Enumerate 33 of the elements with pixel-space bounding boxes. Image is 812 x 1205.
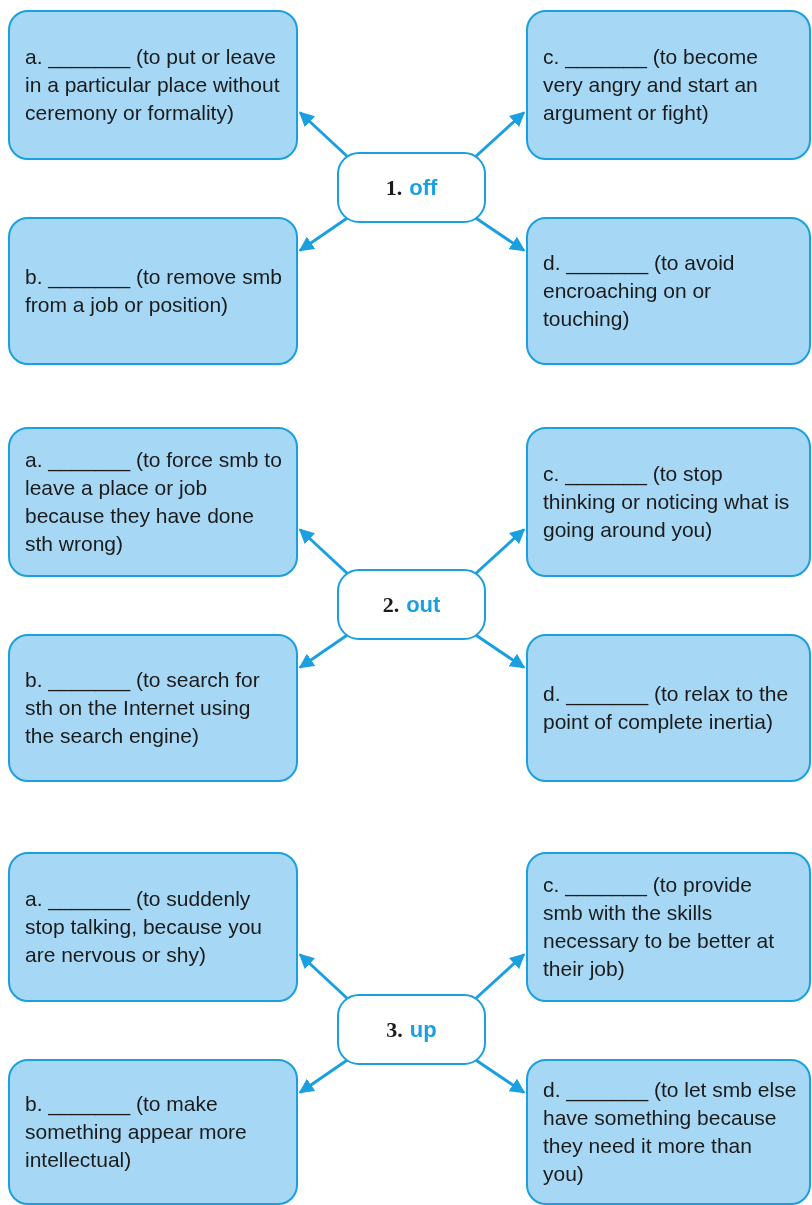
definition-box	[526, 10, 811, 160]
item-number: 1.	[385, 174, 403, 201]
definition-text: d. _______ (to relax to the point of complete inertia)	[543, 681, 790, 735]
definition-box	[526, 217, 811, 365]
particle-word: out	[406, 591, 441, 618]
definition-box	[8, 217, 298, 365]
definition-box	[8, 852, 298, 1002]
definition-text: a. _______ (to put or leave in a particular place without ceremony or formality)	[25, 44, 281, 126]
definition-text: c. _______ (to stop thinking or noticing what is going around you)	[543, 461, 791, 543]
definition-text: a. _______ (to suddenly stop talking, because you are nervous or shy)	[25, 886, 263, 968]
center-box	[337, 569, 486, 640]
definition-text: d. _______ (to avoid encroaching on or touching)	[543, 250, 736, 332]
center-box	[337, 994, 486, 1065]
definition-text: b. _______ (to remove smb from a job or position)	[25, 264, 283, 318]
definition-box	[8, 1059, 298, 1205]
definition-box	[8, 634, 298, 782]
definition-text: a. _______ (to force smb to leave a place or job because they have done sth wrong)	[25, 447, 283, 557]
particle-word: off	[409, 174, 438, 201]
definition-text: b. _______ (to search for sth on the Internet using the search engine)	[25, 667, 261, 749]
definition-box	[526, 634, 811, 782]
definition-text: b. _______ (to make something appear more intellectual)	[25, 1091, 248, 1173]
definition-box	[526, 427, 811, 577]
definition-box	[8, 10, 298, 160]
definition-box	[8, 427, 298, 577]
item-number: 2.	[382, 591, 400, 618]
definition-text: d. _______ (to let smb else have something because they need it more than you)	[543, 1077, 797, 1187]
definition-text: c. _______ (to become very angry and start an argument or fight)	[543, 44, 759, 126]
center-box	[337, 152, 486, 223]
definition-text: c. _______ (to provide smb with the skills necessary to be better at their job)	[543, 872, 776, 982]
particle-word: up	[409, 1016, 437, 1043]
definition-box	[526, 1059, 811, 1205]
definition-box	[526, 852, 811, 1002]
item-number: 3.	[386, 1016, 403, 1043]
